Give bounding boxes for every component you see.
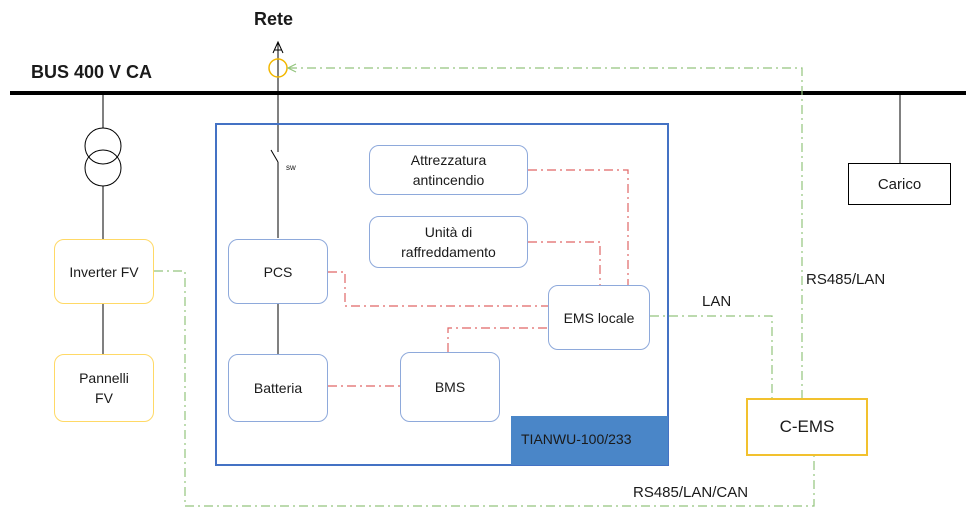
bms-box: BMS <box>400 352 500 422</box>
transformer-icon <box>84 127 122 165</box>
pcs-box: PCS <box>228 239 328 304</box>
bus-label: BUS 400 V CA <box>31 62 153 82</box>
comm-links <box>154 67 815 507</box>
container-box <box>215 123 669 466</box>
grid-connection <box>268 40 288 238</box>
c-ems-box: C-EMS <box>746 398 868 456</box>
rs485-lan-can-label: RS485/LAN/CAN <box>633 484 749 501</box>
lan-label: LAN <box>702 293 732 310</box>
cooling-unit-box: Unità di raffreddamento <box>369 216 528 268</box>
inverter-pv-box: Inverter FV <box>54 239 154 304</box>
rs485-lan-label: RS485/LAN <box>806 271 886 288</box>
grid-label: Rete <box>254 9 294 29</box>
panels-pv-box: Pannelli FV <box>54 354 154 422</box>
pv-branch <box>84 93 122 354</box>
arrowhead-icon <box>286 63 297 73</box>
model-badge-fill <box>511 416 668 465</box>
model-label: TIANWU-100/233 <box>521 431 632 447</box>
switch-icon <box>270 149 280 163</box>
ems-local-box: EMS locale <box>548 285 650 350</box>
load-box: Carico <box>848 163 951 205</box>
battery-box: Batteria <box>228 354 328 422</box>
fire-equipment-box: Attrezzatura antincendio <box>369 145 528 195</box>
internal-links <box>328 169 629 387</box>
switch-label: sw <box>286 163 296 172</box>
